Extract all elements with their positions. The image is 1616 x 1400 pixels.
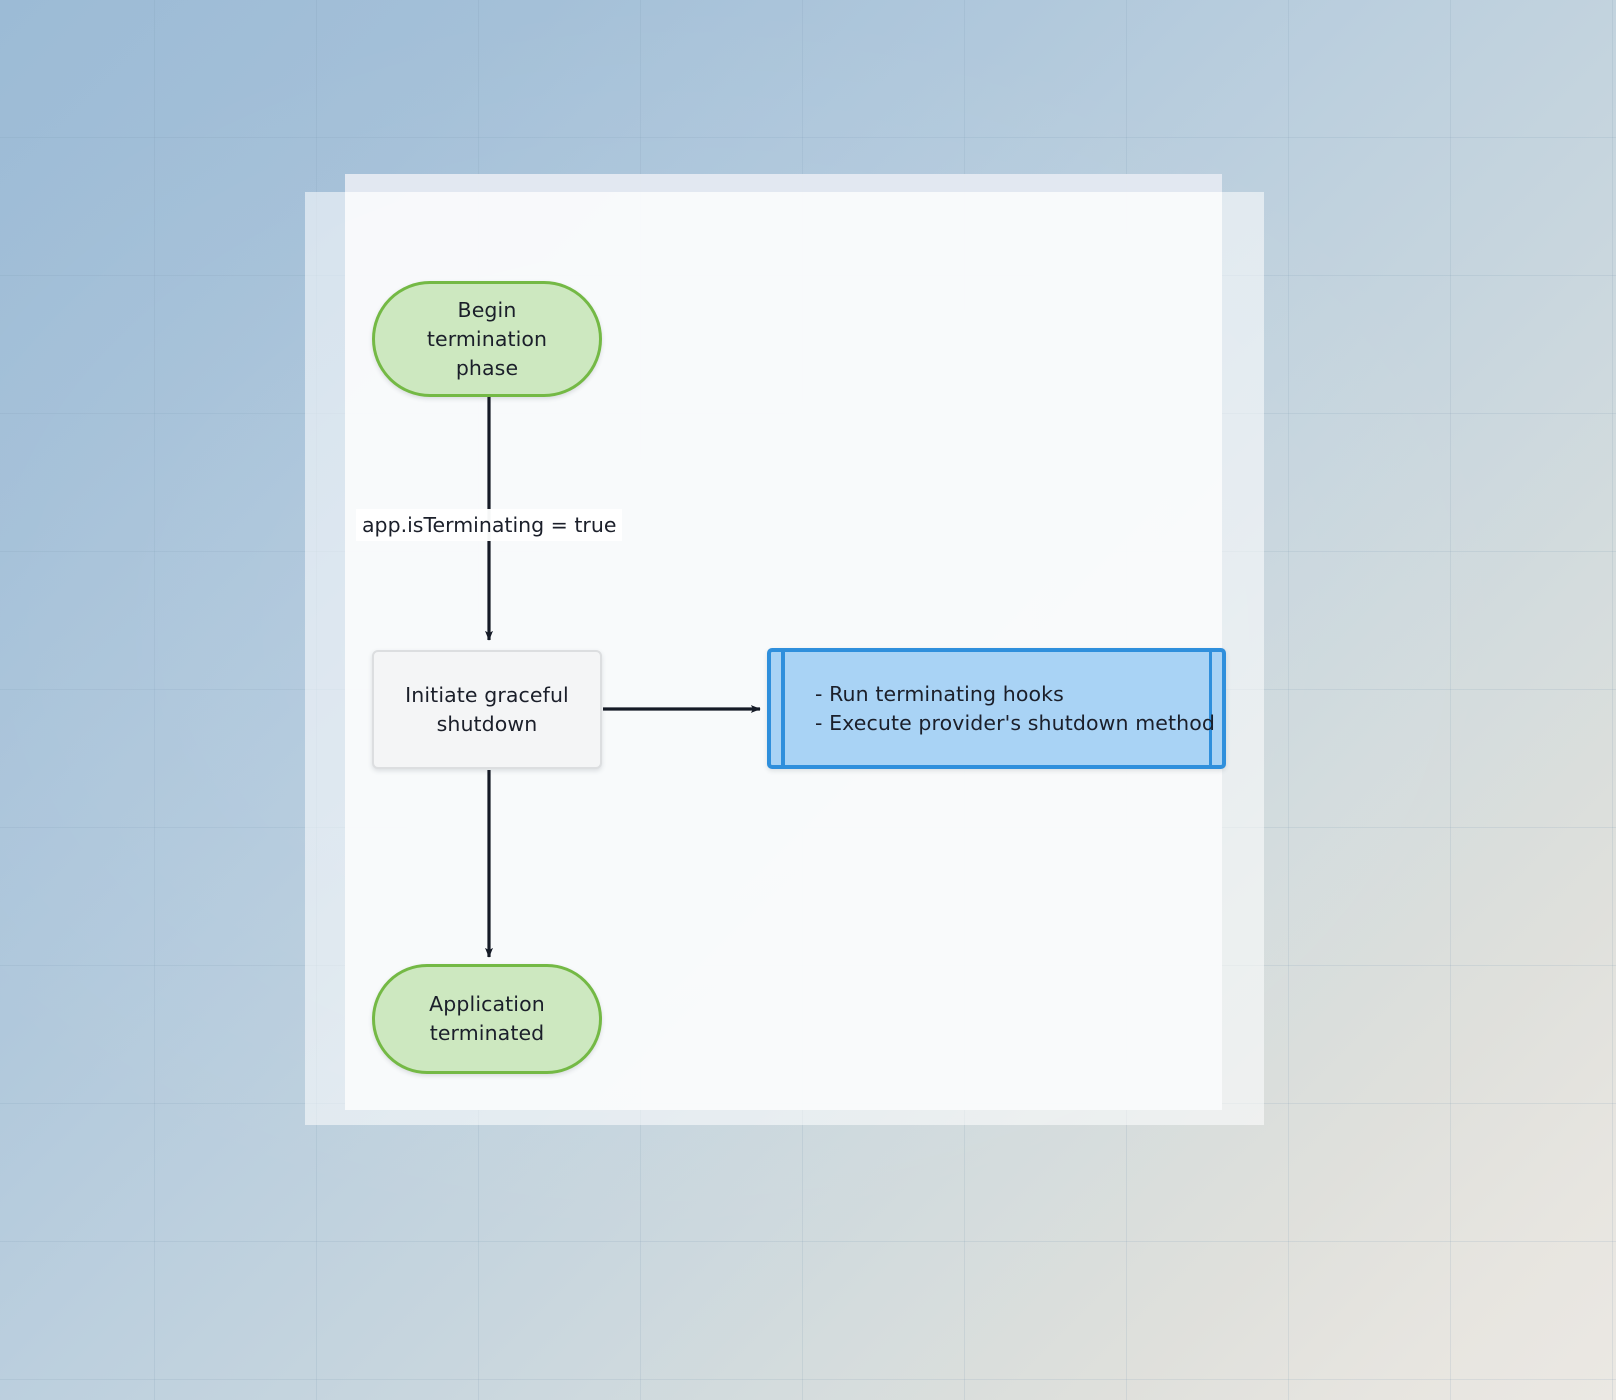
node-run-terminating-hooks-label: - Run terminating hooks - Execute provid… (815, 680, 1215, 738)
edge-label-app-is-terminating: app.isTerminating = true (356, 509, 623, 541)
node-label-line: termination (426, 326, 548, 351)
node-label-line: Begin (457, 297, 517, 322)
node-initiate-graceful-shutdown[interactable]: Initiate graceful shutdown (372, 650, 602, 769)
node-application-terminated-label: Application terminated (429, 990, 545, 1048)
node-application-terminated[interactable]: Application terminated (372, 964, 602, 1074)
node-label-line: terminated (429, 1021, 545, 1045)
subroutine-right-bar (1208, 651, 1212, 766)
diagram-panel-header (345, 174, 1222, 192)
node-initiate-graceful-shutdown-label: Initiate graceful shutdown (405, 681, 569, 739)
subroutine-left-bar (781, 651, 785, 766)
node-label-line: - Execute provider's shutdown method (815, 710, 1215, 735)
node-run-terminating-hooks[interactable]: - Run terminating hooks - Execute provid… (767, 648, 1226, 769)
node-label-line: - Run terminating hooks (815, 681, 1064, 706)
node-label-line: shutdown (436, 711, 538, 736)
node-label-line: Initiate graceful (405, 682, 569, 707)
node-begin-termination-phase[interactable]: Begin termination phase (372, 281, 602, 397)
node-label-line: phase (455, 355, 519, 380)
node-begin-termination-phase-label: Begin termination phase (427, 296, 547, 383)
node-label-line: Application (429, 992, 545, 1016)
